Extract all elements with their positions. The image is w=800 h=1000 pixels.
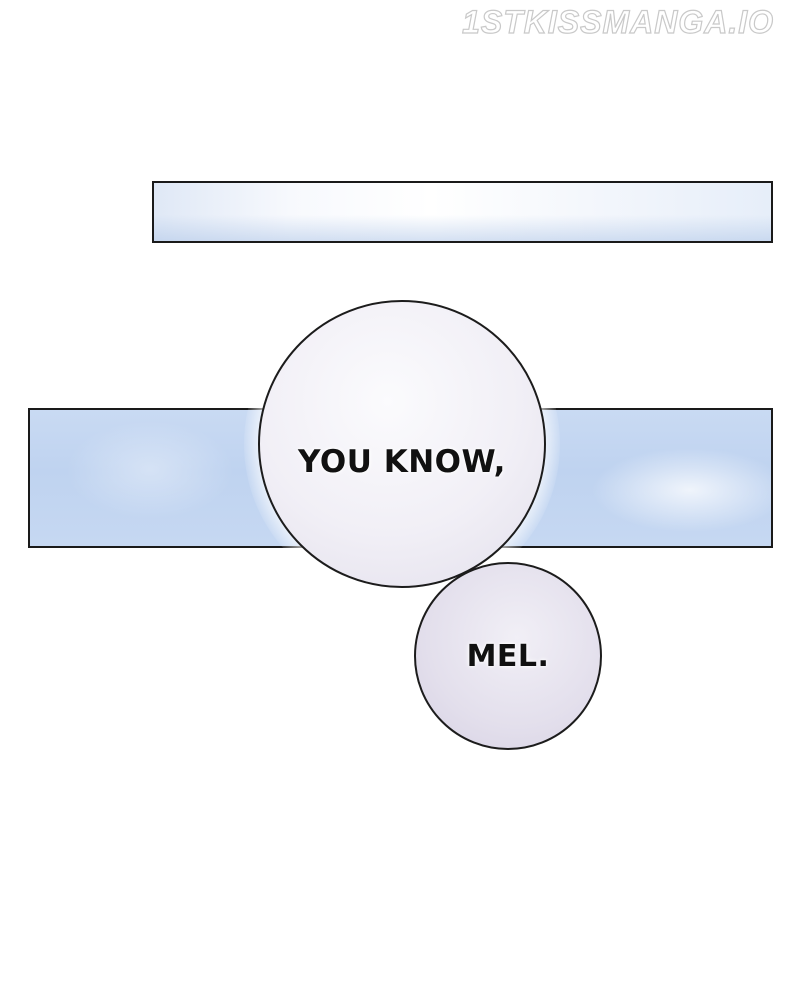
speech-text-main: YOU KNOW,	[298, 444, 506, 480]
site-watermark: 1STKISSMANGA.IO	[461, 3, 774, 40]
sky-panel-top	[152, 181, 773, 243]
speech-bubble-main: YOU KNOW,	[258, 300, 546, 588]
speech-bubble-small: MEL.	[414, 562, 602, 750]
speech-text-small: MEL.	[466, 638, 550, 674]
